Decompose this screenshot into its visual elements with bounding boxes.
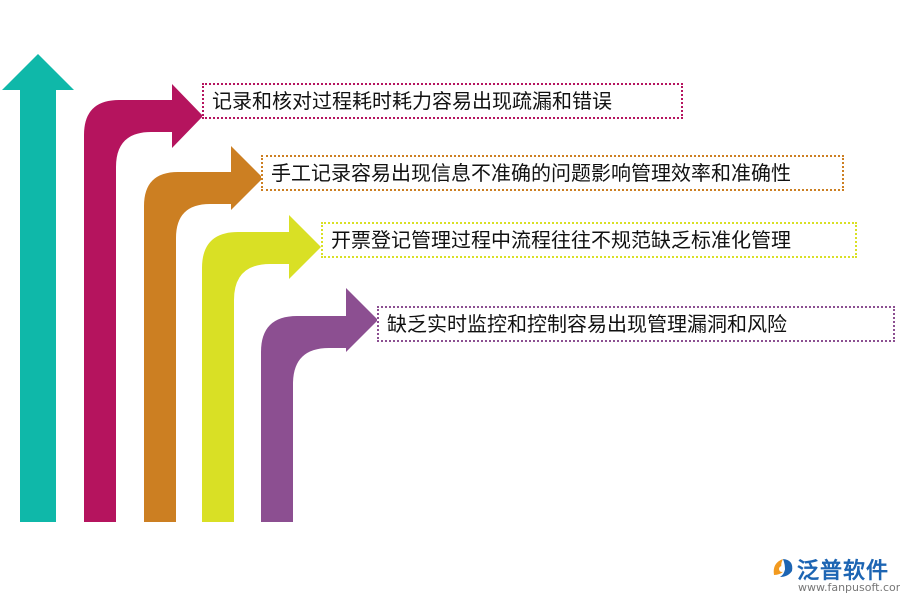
bent-arrow-3: [202, 215, 321, 522]
issue-text-3: 开票登记管理过程中流程往往不规范缺乏标准化管理: [331, 228, 791, 252]
issue-label-3: 开票登记管理过程中流程往往不规范缺乏标准化管理: [321, 222, 857, 258]
bent-arrow-1: [84, 84, 203, 522]
issue-text-4: 缺乏实时监控和控制容易出现管理漏洞和风险: [387, 312, 787, 336]
bent-arrow-2: [144, 146, 263, 522]
issue-text-2: 手工记录容易出现信息不准确的问题影响管理效率和准确性: [271, 161, 791, 185]
fanpu-logo: 泛普软件 www.fanpusoft.com: [770, 553, 900, 595]
up-arrow: [2, 54, 74, 522]
logo-url: www.fanpusoft.com: [798, 581, 900, 594]
issue-text-1: 记录和核对过程耗时耗力容易出现疏漏和错误: [212, 89, 612, 113]
issue-label-2: 手工记录容易出现信息不准确的问题影响管理效率和准确性: [261, 155, 844, 191]
issue-label-4: 缺乏实时监控和控制容易出现管理漏洞和风险: [377, 306, 895, 342]
bent-arrow-4: [261, 288, 378, 522]
logo-name: 泛普软件: [797, 559, 890, 584]
fanpu-logo-icon: [773, 559, 793, 577]
issue-label-1: 记录和核对过程耗时耗力容易出现疏漏和错误: [202, 83, 683, 119]
